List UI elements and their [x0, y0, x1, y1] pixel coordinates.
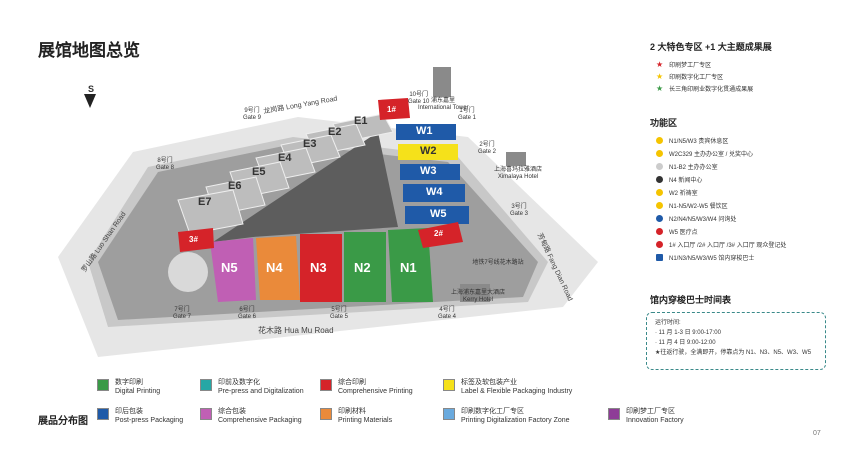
function-item: N1-B2 主办办公室: [656, 162, 718, 171]
special-item: ★印刷数字化工厂专区: [656, 71, 724, 81]
compass-label: S: [88, 84, 95, 94]
bus-line: · 11 月 1-3 日 9:00-17:00: [655, 330, 721, 336]
hall-e6[interactable]: E6: [228, 180, 242, 192]
map-drawing: [58, 67, 598, 357]
star-icon: ★: [656, 71, 664, 81]
function-item: N4 新闻中心: [656, 175, 702, 184]
landmark-kerry: 上海浦东嘉里大酒店 Kerry Hotel: [450, 290, 505, 303]
hall-e4[interactable]: E4: [278, 152, 292, 164]
hall-w3[interactable]: W3: [420, 165, 437, 177]
bus-line: · 11 月 4 日 9:00-12:00: [655, 340, 716, 346]
hall-w4[interactable]: W4: [426, 186, 443, 198]
hall-w2[interactable]: W2: [420, 145, 437, 157]
gate-10: 10号门 Gate 10: [408, 92, 430, 105]
hall-n5[interactable]: N5: [221, 260, 238, 275]
metro-station: 地铁7号线花木路站: [472, 260, 524, 266]
function-item: W5 医疗点: [656, 227, 698, 236]
hall-n1[interactable]: N1: [400, 260, 417, 275]
legend-swatch: [320, 379, 332, 391]
registration-icon: [656, 241, 663, 248]
function-item: N1-N5/W2-W5 餐饮区: [656, 201, 728, 210]
entrance-hall-2[interactable]: 2#: [431, 228, 446, 239]
venue-map: E1 E2 E3 E4 E5 E6 E7 W1 W2 W3 W4 W5 N5 N…: [38, 62, 633, 362]
compass-icon: [84, 94, 96, 108]
hall-e1[interactable]: E1: [354, 115, 368, 127]
entrance-hall-3[interactable]: 3#: [186, 234, 201, 245]
medical-icon: [656, 228, 663, 235]
office-icon: [656, 150, 663, 157]
hall-w1[interactable]: W1: [416, 125, 433, 137]
hall-n4[interactable]: N4: [266, 260, 283, 275]
bus-line: ★往返行驶，全满即开，停靠点为 N1、N3、N5、W3、W5: [655, 350, 812, 356]
office-icon: [656, 163, 663, 170]
hall-e3[interactable]: E3: [303, 138, 317, 150]
special-item: ★印刷梦工厂专区: [656, 59, 712, 69]
bus-label: 运行时间:: [655, 320, 681, 326]
function-zones-title: 功能区: [650, 118, 678, 128]
info-icon: [656, 215, 663, 222]
legend-swatch: [200, 379, 212, 391]
legend-swatch: [443, 408, 455, 420]
landmark-tower: 浦东嘉里 International Tower: [418, 98, 469, 111]
hall-w5[interactable]: W5: [430, 208, 447, 220]
dining-icon: [656, 202, 663, 209]
hall-n3[interactable]: N3: [310, 260, 327, 275]
legend-swatch: [97, 379, 109, 391]
special-item: ★长三角印刷业数字化贯通成果展: [656, 83, 754, 93]
star-icon: ★: [656, 83, 664, 93]
function-item: N1/N5/W3 贵宾休息区: [656, 136, 728, 145]
entrance-hall-1[interactable]: 1#: [384, 104, 399, 115]
gate-3: 3号门 Gate 3: [510, 204, 529, 217]
hall-n2[interactable]: N2: [354, 260, 371, 275]
special-zones-title: 2 大特色专区 +1 大主题成果展: [650, 42, 772, 52]
legend-swatch: [200, 408, 212, 420]
bus-schedule-box: 运行时间: · 11 月 1-3 日 9:00-17:00 · 11 月 4 日…: [646, 312, 826, 370]
hall-e2[interactable]: E2: [328, 126, 342, 138]
gate-2: 2号门 Gate 2: [478, 142, 497, 155]
hall-e5[interactable]: E5: [252, 166, 266, 178]
gate-6: 6号门 Gate 6: [238, 307, 257, 320]
gate-5: 5号门 Gate 5: [330, 307, 349, 320]
function-item: N1/N3/N5/W3/W5 馆内穿梭巴士: [656, 253, 754, 262]
legend-swatch: [608, 408, 620, 420]
bus-schedule-title: 馆内穿梭巴士时间表: [650, 295, 732, 305]
legend-title: 展品分布图: [38, 416, 88, 427]
legend-swatch: [443, 379, 455, 391]
function-item: N2/N4/N5/W3/W4 问询处: [656, 214, 736, 223]
star-icon: ★: [656, 59, 664, 69]
gate-4: 4号门 Gate 4: [438, 307, 457, 320]
function-item: W2C329 主办办公室 / 兑奖中心: [656, 149, 753, 158]
gate-9: 9号门 Gate 9: [243, 108, 262, 121]
road-south: 花木路 Hua Mu Road: [258, 326, 334, 335]
gate-1: 1号门 Gate 1: [458, 108, 477, 121]
bus-icon: [656, 254, 663, 261]
landmark-ximalaya: 上海喜玛拉雅酒店 Ximalaya Hotel: [493, 167, 542, 180]
legend-swatch: [320, 408, 332, 420]
vip-icon: [656, 137, 663, 144]
function-item: W2 祈祷室: [656, 188, 698, 197]
gate-7: 7号门 Gate 7: [173, 307, 192, 320]
gate-8: 8号门 Gate 8: [156, 158, 175, 171]
page-title: 展馆地图总览: [38, 41, 140, 60]
legend-swatch: [97, 408, 109, 420]
prayer-icon: [656, 189, 663, 196]
page-number: 07: [813, 430, 821, 437]
hall-e7[interactable]: E7: [198, 196, 212, 208]
news-icon: [656, 176, 663, 183]
function-item: 1# 入口厅 /2# 入口厅 /3# 入口厅 观众登记处: [656, 240, 786, 249]
